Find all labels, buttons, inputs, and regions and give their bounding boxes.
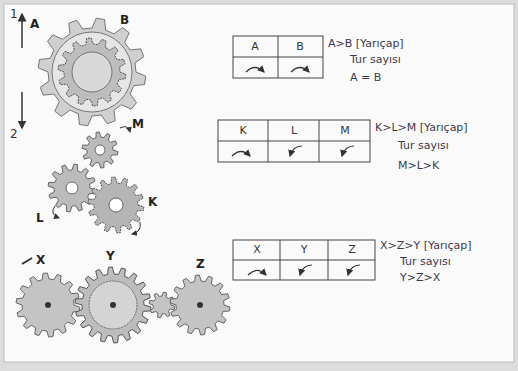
gear-a-ring (52, 32, 132, 112)
gear-m (82, 132, 118, 168)
gear-b-hub (72, 52, 112, 92)
table-cell: L (291, 125, 297, 137)
table-cell: X (253, 244, 261, 256)
rotation-arrow (120, 127, 130, 132)
note: A = B (350, 72, 381, 84)
gear-label: K (148, 196, 157, 209)
rotation-arrow (132, 222, 140, 234)
gear-b (58, 38, 126, 106)
gear-label: X (36, 254, 45, 267)
gear-z (170, 275, 230, 335)
table-cell: B (296, 41, 304, 53)
gear-label: B (120, 14, 129, 27)
hub (197, 302, 203, 308)
gear-label: A (30, 18, 39, 31)
hub (45, 302, 51, 308)
note: X>Z>Y [Yarıçap] (380, 240, 472, 252)
callout-number: 1 (10, 8, 18, 21)
paper (4, 4, 514, 362)
note: A>B [Yarıçap] (328, 38, 404, 50)
up-arrow (21, 14, 23, 48)
note: Tur sayısı (400, 256, 451, 268)
hub (95, 145, 105, 155)
gear-x (16, 273, 80, 337)
table-cell: Y (301, 244, 308, 256)
rotation-arrow (53, 206, 59, 218)
note: K>L>M [Yarıçap] (375, 122, 468, 134)
table-cell: K (239, 125, 246, 137)
hub (66, 182, 78, 194)
table-cell: A (251, 41, 259, 53)
gear-label: L (36, 212, 44, 225)
gear-y-inner (89, 281, 137, 329)
hub (110, 302, 116, 308)
gear-label: Z (196, 258, 205, 271)
table-cell: Z (348, 244, 356, 256)
note: M>L>K (398, 160, 439, 172)
mark (22, 258, 32, 264)
direction-arrows (232, 68, 360, 276)
note: Tur sayısı (398, 140, 449, 152)
callout-number: 2 (10, 128, 18, 141)
gear-label: M (132, 118, 144, 131)
gear-y (75, 267, 151, 343)
hub (109, 198, 123, 212)
note: Y>Z>X (400, 272, 440, 284)
note: Tur sayısı (350, 54, 401, 66)
gear-a (38, 18, 146, 126)
down-arrow (21, 92, 23, 128)
table-cell: M (340, 125, 350, 137)
gear-label: Y (106, 250, 115, 263)
gear-l (48, 164, 96, 212)
gear-k (88, 177, 144, 233)
